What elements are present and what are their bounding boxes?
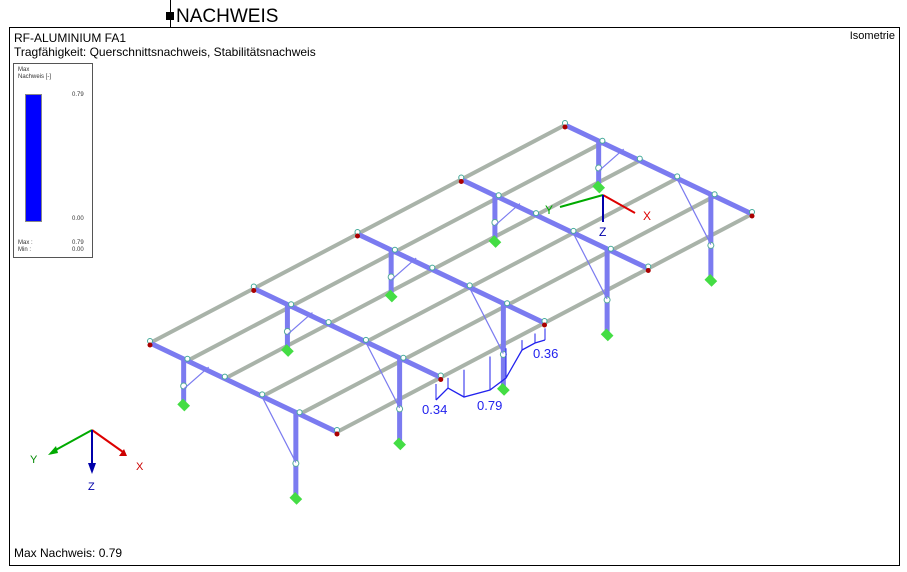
frame-beam[interactable] — [356, 231, 546, 326]
brace[interactable] — [598, 148, 625, 172]
max-result-footer: Max Nachweis: 0.79 — [14, 546, 123, 560]
frame-beam[interactable] — [460, 177, 650, 271]
legend-top-value: 0.79 — [72, 92, 84, 98]
end-node[interactable] — [147, 342, 153, 348]
header-marker — [166, 12, 174, 20]
legend-bar — [25, 94, 42, 222]
node[interactable] — [184, 355, 191, 362]
node[interactable] — [296, 409, 303, 416]
color-legend: Max Nachweis [-] 0.79 0.00 Max : 0.79 Mi… — [13, 63, 93, 258]
node[interactable] — [466, 282, 473, 289]
node[interactable] — [259, 391, 266, 398]
brace[interactable] — [287, 312, 313, 335]
brace[interactable] — [364, 339, 401, 409]
brace[interactable] — [260, 394, 297, 463]
frame-beam[interactable] — [563, 122, 754, 217]
brace[interactable] — [494, 203, 521, 226]
hinge-node[interactable] — [491, 219, 499, 227]
support[interactable] — [496, 383, 510, 396]
support[interactable] — [384, 289, 398, 303]
end-node[interactable] — [458, 179, 464, 184]
support[interactable] — [289, 492, 303, 505]
end-node[interactable] — [355, 233, 360, 239]
hinge-node[interactable] — [292, 459, 300, 467]
end-node[interactable] — [251, 288, 257, 293]
brace[interactable] — [675, 176, 712, 245]
graphic-panel — [9, 27, 900, 566]
view-label: Isometrie — [849, 30, 895, 42]
legend-min-value: 0.00 — [72, 247, 84, 253]
hinge-node[interactable] — [180, 382, 188, 390]
node[interactable] — [391, 246, 398, 253]
brace[interactable] — [467, 285, 504, 354]
support[interactable] — [393, 437, 406, 451]
node[interactable] — [636, 155, 643, 162]
end-node[interactable] — [334, 431, 340, 437]
node[interactable] — [288, 301, 295, 308]
hinge-node[interactable] — [603, 296, 611, 304]
legend-unit: Nachweis [-] — [18, 74, 52, 80]
hinge-node[interactable] — [283, 328, 291, 336]
legend-bottom-value: 0.00 — [72, 216, 84, 222]
legend-max-label: Max : — [18, 240, 33, 246]
module-name: RF-ALUMINIUM FA1 — [14, 31, 127, 45]
support[interactable] — [592, 180, 606, 194]
support[interactable] — [281, 344, 294, 357]
legend-min-label: Min : — [18, 247, 32, 253]
node[interactable] — [570, 227, 577, 234]
support[interactable] — [704, 274, 718, 287]
hinge-node[interactable] — [387, 273, 395, 281]
result-subtitle: Tragfähigkeit: Querschnittsnachweis, Sta… — [14, 45, 316, 59]
end-node[interactable] — [438, 377, 444, 382]
end-node[interactable] — [562, 124, 568, 130]
support[interactable] — [177, 398, 191, 412]
node[interactable] — [711, 191, 718, 198]
node[interactable] — [674, 173, 681, 180]
brace[interactable] — [390, 257, 417, 281]
hinge-node[interactable] — [396, 405, 404, 413]
page-title: NACHWEIS — [176, 6, 279, 27]
hinge-node[interactable] — [707, 241, 715, 249]
end-node[interactable] — [542, 322, 547, 328]
end-node[interactable] — [749, 213, 755, 219]
hinge-node[interactable] — [595, 164, 603, 172]
node[interactable] — [495, 192, 502, 199]
node[interactable] — [400, 354, 407, 361]
support[interactable] — [600, 328, 614, 342]
brace[interactable] — [571, 230, 608, 300]
legend-title: Max — [18, 67, 30, 73]
support[interactable] — [488, 235, 502, 248]
legend-max-value: 0.79 — [72, 240, 84, 246]
node[interactable] — [325, 319, 332, 326]
frame-beam[interactable] — [148, 340, 339, 435]
node[interactable] — [533, 210, 540, 217]
frame-beam[interactable] — [252, 286, 442, 380]
node[interactable] — [599, 137, 606, 144]
result-diagram[interactable] — [435, 339, 546, 401]
node[interactable] — [429, 264, 436, 271]
node[interactable] — [221, 373, 228, 380]
brace[interactable] — [183, 366, 210, 390]
end-node[interactable] — [645, 268, 651, 273]
node[interactable] — [504, 300, 511, 307]
node[interactable] — [362, 336, 369, 343]
node[interactable] — [607, 245, 614, 252]
